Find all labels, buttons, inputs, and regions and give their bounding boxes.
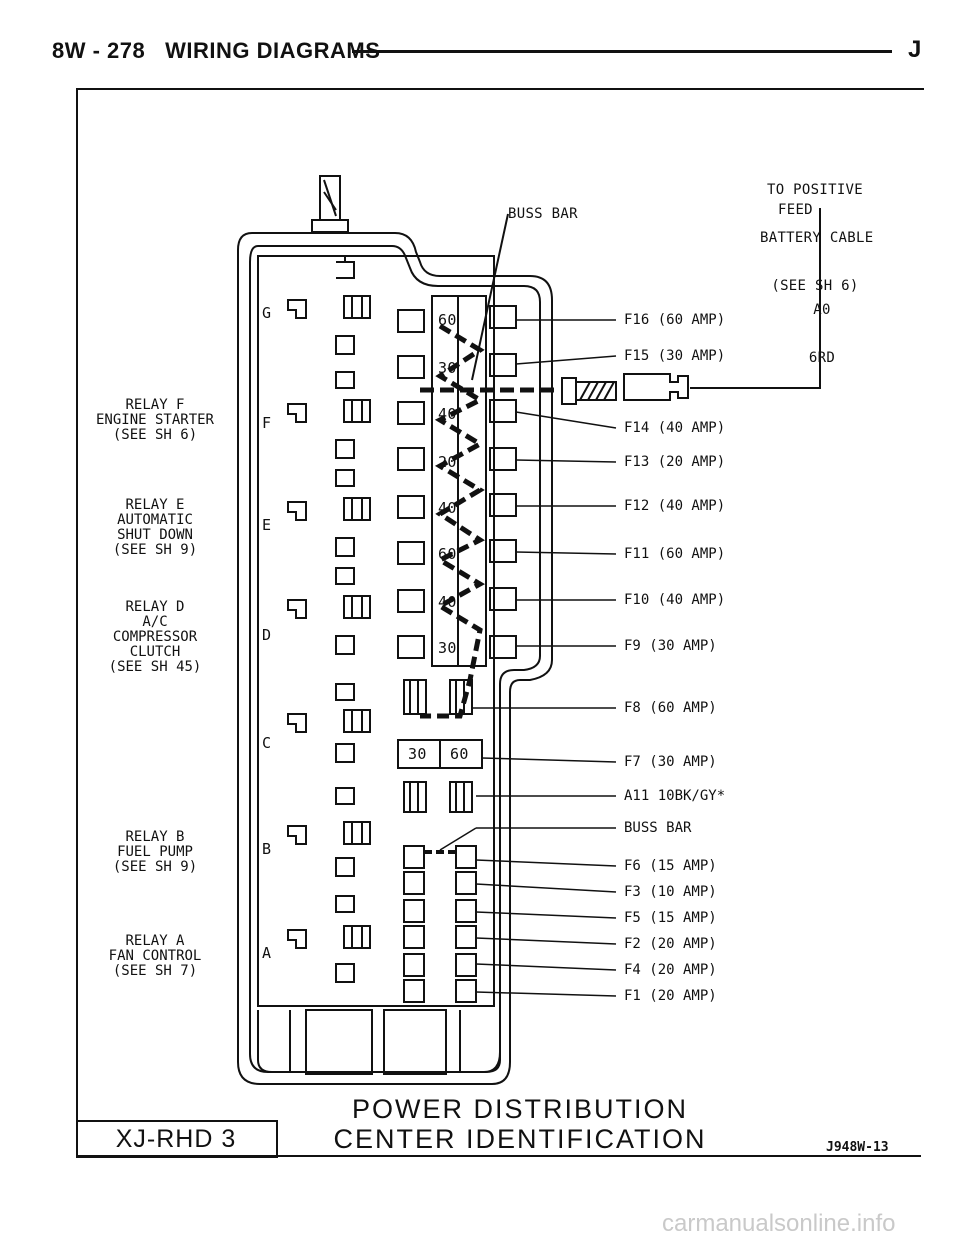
battery-line-2: BATTERY CABLE — [760, 230, 874, 246]
connector-tab-2 — [383, 1009, 447, 1075]
fuse-label-a11: A11 10BK/GY* — [624, 788, 726, 804]
relay-a-label: RELAY A FAN CONTROL (SEE SH 7) — [80, 934, 230, 979]
watermark: carmanualsonline.info — [662, 1210, 896, 1237]
relay-b-line-3: (SEE SH 9) — [112, 859, 198, 875]
row-letter-a: A — [262, 944, 272, 962]
fuse-label-f7: F7 (30 AMP) — [624, 754, 717, 770]
title-line-2: CENTER IDENTIFICATION — [333, 1124, 707, 1154]
relay-f-line-2: ENGINE STARTER — [95, 412, 214, 428]
title-line-1: POWER DISTRIBUTION — [351, 1094, 688, 1124]
row-letter-c: C — [262, 734, 272, 752]
battery-line-3: (SEE SH 6) — [771, 278, 859, 294]
relay-f-label: RELAY F ENGINE STARTER (SEE SH 6) — [80, 398, 230, 443]
relay-e-label: RELAY E AUTOMATIC SHUT DOWN (SEE SH 9) — [80, 498, 230, 558]
relay-e-line-4: (SEE SH 9) — [112, 542, 198, 558]
ring-terminal — [623, 373, 689, 401]
leader-lines — [439, 319, 617, 997]
relay-d-line-1: RELAY D — [125, 599, 185, 615]
fuse-f11-value: 60 — [438, 545, 457, 563]
fuse-label-f15: F15 (30 AMP) — [624, 348, 726, 364]
relay-f-line-1: RELAY F — [125, 397, 185, 413]
wire-callout: A0 6RD — [808, 270, 836, 382]
frame-bottom-rule — [76, 1155, 921, 1157]
fuse-label-f2: F2 (20 AMP) — [624, 936, 717, 952]
maxi-fuse-block — [397, 679, 483, 813]
fuse-f13-value: 20 — [438, 453, 457, 471]
wire-color: 6RD — [808, 350, 836, 366]
page-header: 8W - 278 WIRING DIAGRAMS — [52, 38, 380, 64]
fuse-label-f10: F10 (40 AMP) — [624, 592, 726, 608]
fuse-label-f14: F14 (40 AMP) — [624, 420, 726, 436]
relay-d-line-4: CLUTCH — [129, 644, 181, 660]
fuse-label-f6: F6 (15 AMP) — [624, 858, 717, 874]
fuse-label-f11: F11 (60 AMP) — [624, 546, 726, 562]
buss-bar-top-label: BUSS BAR — [508, 206, 578, 222]
relay-d-line-3: COMPRESSOR — [112, 629, 198, 645]
relay-b-line-1: RELAY B — [125, 829, 185, 845]
relay-a-line-2: FAN CONTROL — [108, 948, 202, 964]
relay-a-line-3: (SEE SH 7) — [112, 963, 198, 979]
relay-d-line-2: A/C — [142, 614, 168, 630]
figure-code: J948W-13 — [826, 1140, 889, 1155]
fuse-label-f12: F12 (40 AMP) — [624, 498, 726, 514]
housing-outer — [237, 232, 553, 1085]
row-letter-b: B — [262, 840, 272, 858]
battery-line-1: TO POSITIVE — [766, 182, 864, 198]
fuse-label-f1: F1 (20 AMP) — [624, 988, 717, 1004]
maxi-fuse-value-2: 60 — [450, 745, 469, 763]
battery-callout: TO POSITIVE BATTERY CABLE (SEE SH 6) — [760, 150, 874, 310]
mini-fuse-cluster — [403, 845, 477, 1003]
relay-e-line-3: SHUT DOWN — [117, 527, 193, 543]
fuse-f9-value: 30 — [438, 639, 457, 657]
fuse-label-f13: F13 (20 AMP) — [624, 454, 726, 470]
fuse-f14-value: 40 — [438, 405, 457, 423]
relay-a-line-1: RELAY A — [125, 933, 185, 949]
connector-tab-1 — [305, 1009, 373, 1075]
header-rule — [352, 50, 892, 53]
housing-inner — [249, 245, 541, 1073]
row-letter-f: F — [262, 414, 272, 432]
relay-sockets — [287, 255, 371, 983]
fuse-label-f3: F3 (10 AMP) — [624, 884, 717, 900]
relay-b-label: RELAY B FUEL PUMP (SEE SH 9) — [80, 830, 230, 875]
relay-e-line-1: RELAY E — [125, 497, 185, 513]
fuse-label-f8: F8 (60 AMP) — [624, 700, 717, 716]
model-box: XJ-RHD 3 — [76, 1120, 278, 1158]
stud-base — [311, 219, 349, 233]
wire-circuit: A0 — [813, 302, 831, 318]
buss-bar-link — [420, 323, 486, 719]
fuse-f15-value: 30 — [438, 359, 457, 377]
fuse-label-f9: F9 (30 AMP) — [624, 638, 717, 654]
fuse-f12-value: 40 — [438, 499, 457, 517]
brand-mark: J — [908, 36, 922, 63]
feed-label: FEED — [778, 202, 813, 218]
relay-e-line-2: AUTOMATIC — [117, 512, 193, 528]
section-title: WIRING DIAGRAMS — [165, 38, 381, 63]
relay-f-line-3: (SEE SH 6) — [112, 427, 198, 443]
relay-d-label: RELAY D A/C COMPRESSOR CLUTCH (SEE SH 45… — [80, 600, 230, 675]
feed-wire — [690, 220, 821, 389]
row-letter-e: E — [262, 516, 272, 534]
relay-d-line-5: (SEE SH 45) — [108, 659, 202, 675]
page-ref: 8W - 278 — [52, 38, 146, 63]
fuse-label-f4: F4 (20 AMP) — [624, 962, 717, 978]
row-letter-d: D — [262, 626, 272, 644]
feed-stud — [561, 377, 577, 405]
relay-b-line-2: FUEL PUMP — [117, 844, 193, 860]
fuse-label-f16: F16 (60 AMP) — [624, 312, 726, 328]
fuse-f16-value: 60 — [438, 311, 457, 329]
diagram-title: POWER DISTRIBUTION CENTER IDENTIFICATION — [300, 1094, 740, 1154]
fuse-label-f5: F5 (15 AMP) — [624, 910, 717, 926]
fuse-label-buss-bar: BUSS BAR — [624, 820, 692, 836]
fuse-f10-value: 40 — [438, 593, 457, 611]
row-letter-g: G — [262, 304, 272, 322]
housing-panel — [257, 255, 495, 1007]
fuse-terminals — [397, 305, 517, 659]
maxi-fuse-value-1: 30 — [408, 745, 427, 763]
diagram-frame — [76, 88, 924, 1158]
